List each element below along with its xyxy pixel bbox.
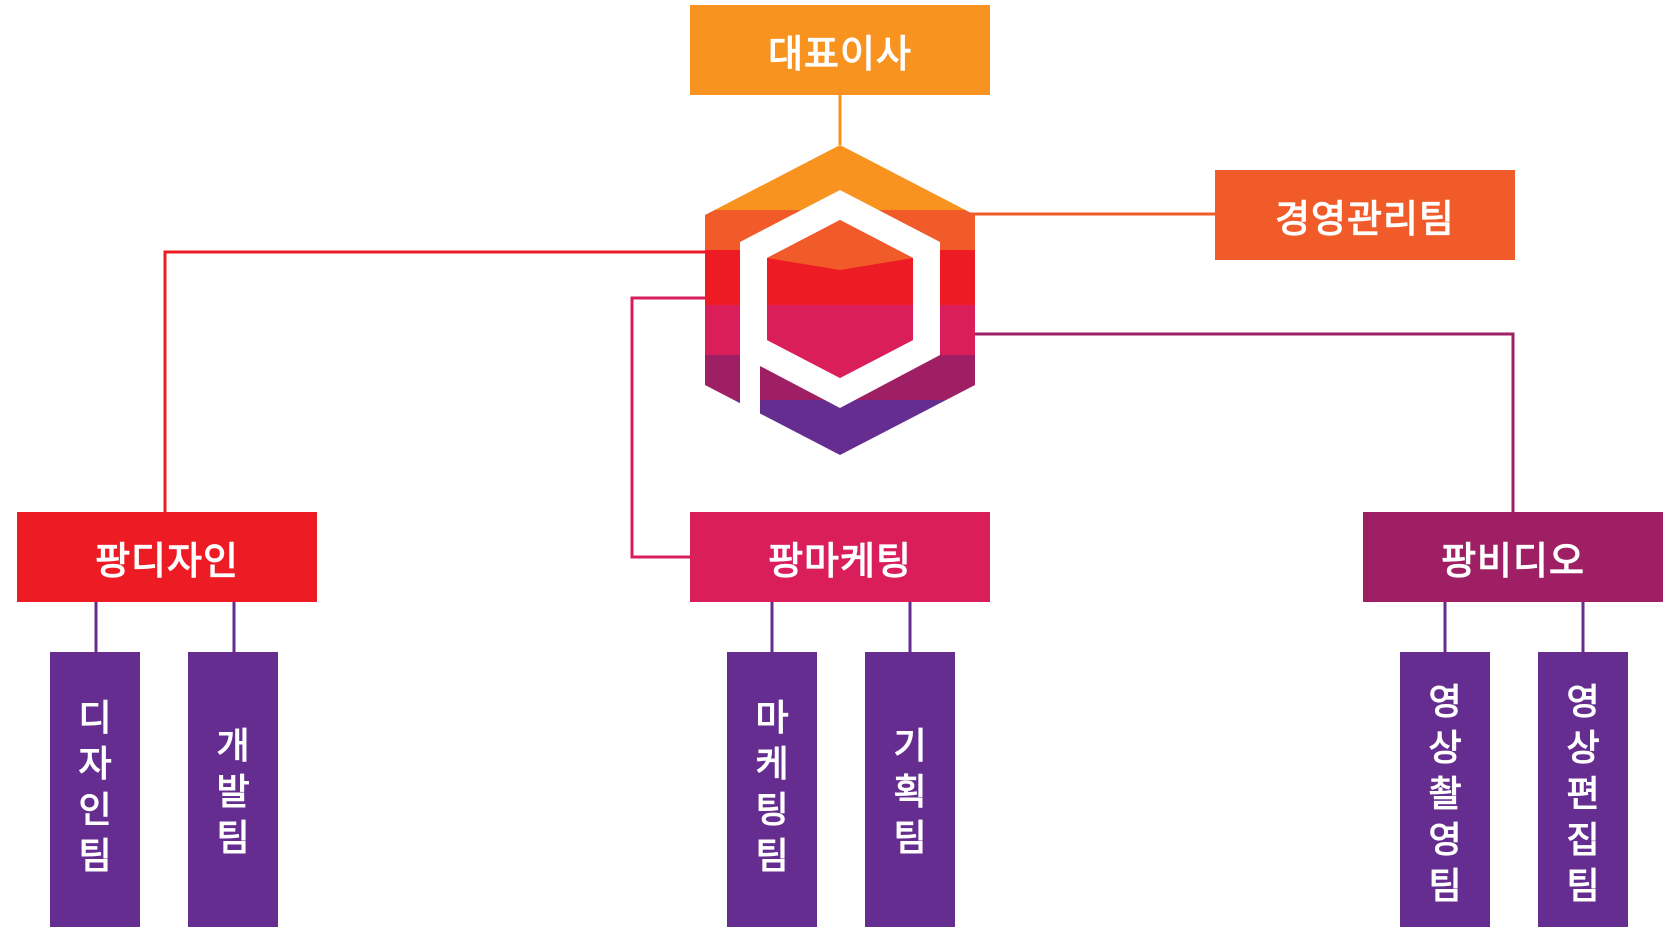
design-box: 팡디자인	[17, 512, 317, 602]
marketing-box: 팡마케팅	[690, 512, 990, 602]
dev-team-box: 개발팀	[188, 652, 278, 927]
ceo-label: 대표이사	[768, 31, 912, 76]
planning-team-label: 기획팀	[893, 726, 927, 859]
video-box: 팡비디오	[1363, 512, 1663, 602]
planning-team-box: 기획팀	[865, 652, 955, 927]
design-team-label: 디자인팀	[78, 698, 112, 877]
video-shoot-team-box: 영상촬영팀	[1400, 652, 1490, 927]
video-label: 팡비디오	[1441, 538, 1585, 583]
connector-marketing	[630, 296, 705, 559]
video-edit-team-label: 영상편집팀	[1566, 682, 1600, 907]
design-label: 팡디자인	[95, 538, 239, 583]
video-edit-team-box: 영상편집팀	[1538, 652, 1628, 927]
ceo-box: 대표이사	[690, 5, 990, 95]
pang-hexagon-logo-icon	[705, 145, 975, 460]
dev-team-label: 개발팀	[216, 726, 250, 859]
management-box: 경영관리팀	[1215, 170, 1515, 260]
video-shoot-team-label: 영상촬영팀	[1428, 682, 1462, 907]
marketing-team-box: 마케팅팀	[727, 652, 817, 927]
marketing-team-label: 마케팅팀	[755, 698, 789, 877]
marketing-label: 팡마케팅	[768, 538, 912, 583]
connector-video	[975, 332, 1515, 512]
connector-design	[163, 250, 705, 512]
management-label: 경영관리팀	[1275, 196, 1455, 241]
design-team-box: 디자인팀	[50, 652, 140, 927]
